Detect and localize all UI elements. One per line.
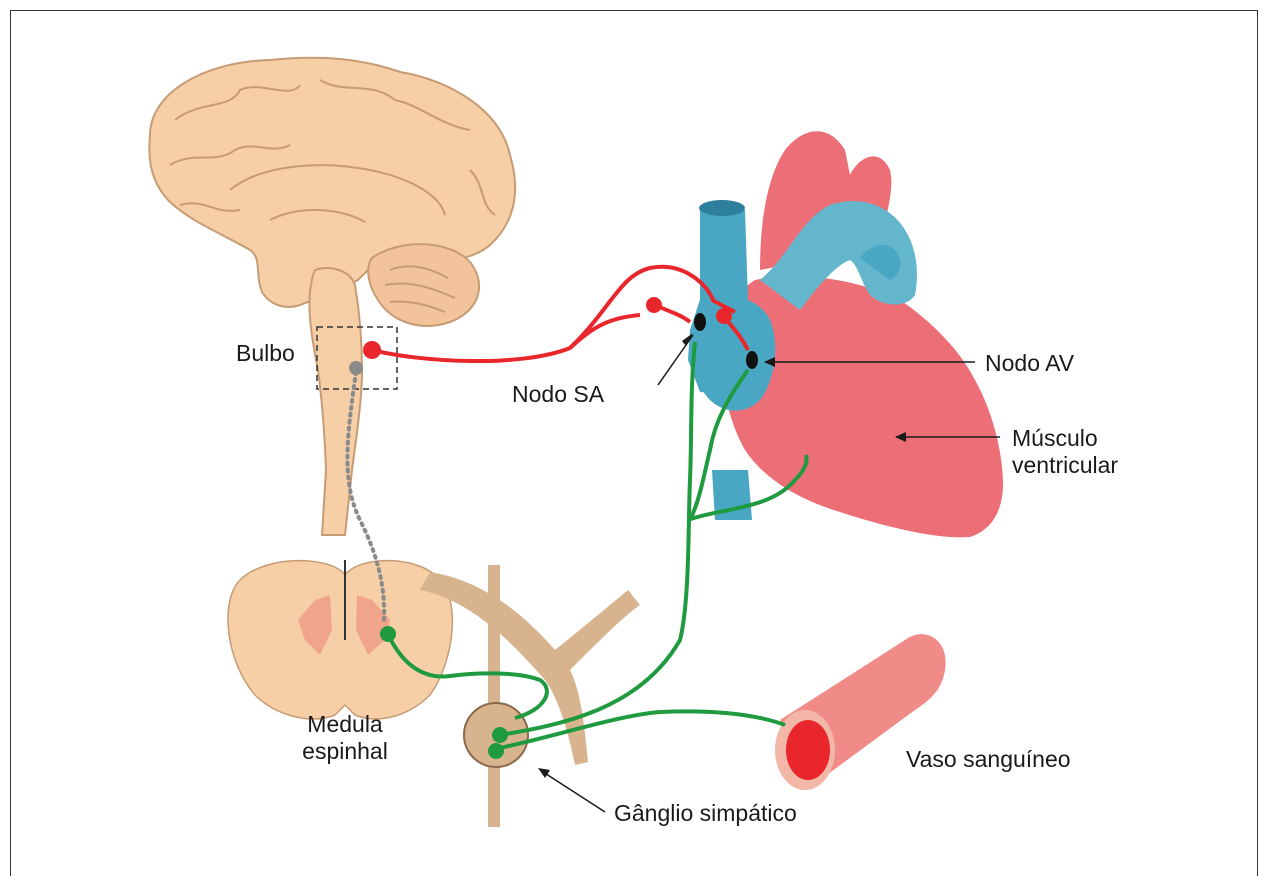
cardiac-ganglion-1: [646, 297, 662, 313]
label-medula-espinhal: Medula espinhal: [285, 711, 405, 765]
bulbo-red-neuron: [363, 341, 381, 359]
label-nodo-sa: Nodo SA: [512, 381, 604, 408]
cardiac-ganglion-2: [716, 308, 732, 324]
spinal-nerve: [420, 572, 640, 765]
ganglion-neuron-1: [492, 727, 508, 743]
label-vaso-sanguineo: Vaso sanguíneo: [906, 746, 1071, 773]
label-medula-line2: espinhal: [285, 738, 405, 765]
label-medula-line1: Medula: [285, 711, 405, 738]
sa-node: [694, 313, 706, 331]
spinal-cord-section: [228, 561, 452, 719]
label-musculo-line2: ventricular: [1012, 452, 1118, 479]
brainstem: [309, 268, 362, 535]
sympathetic-trunk: [420, 565, 640, 827]
brain: [149, 58, 515, 535]
av-node: [746, 351, 758, 369]
cerebellum: [368, 244, 479, 326]
label-musculo-ventricular: Músculo ventricular: [1012, 425, 1118, 479]
spinal-green-neuron: [380, 626, 396, 642]
heart: [688, 131, 1003, 537]
bulbo-grey-neuron: [349, 361, 363, 375]
label-ganglio-simpatico: Gânglio simpático: [614, 800, 797, 827]
label-bulbo: Bulbo: [236, 340, 295, 367]
vessel-lumen: [786, 720, 830, 780]
spinal-cord: [228, 560, 452, 719]
label-musculo-line1: Músculo: [1012, 425, 1118, 452]
ganglion-neuron-2: [488, 743, 504, 759]
label-nodo-av: Nodo AV: [985, 350, 1074, 377]
vena-cava-opening: [699, 200, 745, 216]
